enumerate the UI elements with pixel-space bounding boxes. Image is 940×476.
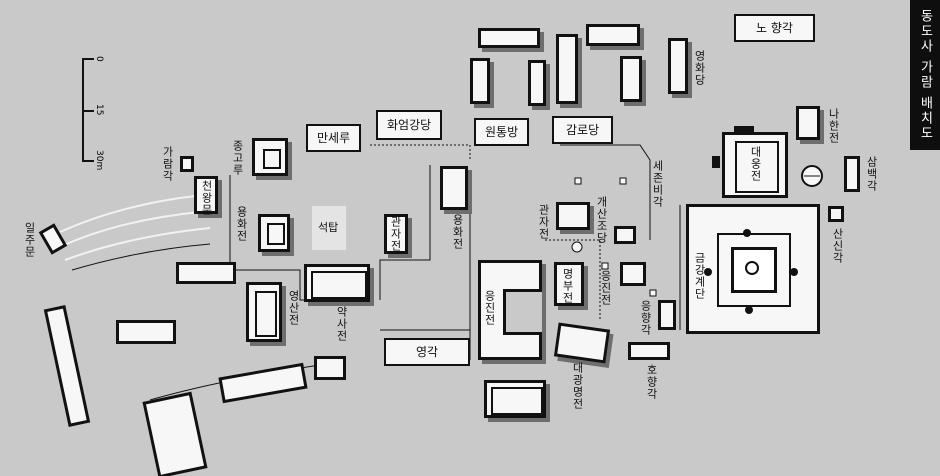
label-gaesando: 개산조당: [595, 196, 608, 244]
building-yeongsanjeon: [246, 282, 282, 342]
label-gwaneumjeon: 관자전: [537, 204, 550, 240]
label-yeongsanjeon: 영산전: [287, 290, 300, 326]
building-top-1: [478, 28, 540, 48]
building-gwanjajeon: [384, 214, 408, 254]
label-gwaneumjeon-main: 응진전: [483, 290, 496, 326]
platform-marker-e: [790, 268, 798, 276]
label-yonghwajeon: 용화전: [451, 214, 464, 250]
building-left-2: [116, 320, 176, 344]
building-sansingak: [828, 206, 844, 222]
building-yaksajeon: [304, 264, 370, 302]
label-hoyeonggak: 호향각: [645, 364, 658, 400]
daeungjeon-step-top: [734, 126, 754, 134]
building-small-1: [614, 226, 636, 244]
building-eunghyanggak: [658, 300, 676, 330]
platform-marker-w: [704, 268, 712, 276]
label-no-hyanggak: 노 향각: [734, 14, 815, 42]
label-wontongbang: 원통방: [474, 118, 530, 146]
label-yeonghwadang: 영화당: [693, 50, 706, 86]
daeungjeon-step-left: [712, 156, 720, 168]
building-yonghwajeon: [440, 166, 468, 210]
label-jonggoru: 종고루: [231, 140, 244, 176]
building-gakhwangjeon: [258, 214, 290, 252]
building-garamgak: [180, 156, 194, 172]
label-daegwangmyeongjeon: 대광명전: [571, 362, 584, 410]
label-yeonggak: 영각: [384, 338, 471, 366]
building-myeongbujeon: [554, 262, 584, 306]
map-title: 동도사 가람 배치도: [910, 0, 940, 150]
building-small-2: [620, 262, 646, 286]
label-mansaeru: 만세루: [306, 124, 362, 152]
label-hwaeom-gangdang: 화엄강당: [376, 110, 443, 140]
label-iljumun: 일주문: [23, 222, 36, 258]
building-beomjongru-annex: [176, 262, 236, 284]
label-sansingak: 산신각: [831, 228, 844, 264]
label-garamgak: 가람각: [161, 146, 174, 182]
scale-bar: 0 15 30m: [78, 56, 108, 171]
label-gakhwangjeon: 용화전: [235, 206, 248, 242]
label-eungjinjeon: 응진전: [599, 270, 612, 306]
scale-tick-0: 0: [94, 56, 104, 62]
building-top-2: [586, 24, 640, 46]
building-bottom-small: [314, 356, 346, 380]
label-cheonwangmun: 천왕문: [200, 180, 213, 216]
building-5: [528, 60, 546, 106]
building-cheonwangmun: [194, 176, 218, 214]
building-yonghwajeon-main: [478, 260, 542, 360]
building-bottom-center: [484, 380, 546, 418]
label-daeungjeon: 대웅전: [749, 146, 762, 182]
label-eunghyanggak: 응향각: [639, 300, 652, 336]
label-sejonbigak: 세존비각: [651, 160, 664, 208]
label-geumgang-gyedan: 금강계단: [693, 252, 706, 300]
label-samseonggak: 삼백각: [865, 156, 878, 192]
platform-marker-s: [745, 306, 753, 314]
building-jonggoru: [252, 138, 288, 176]
building-gwaneumjeon: [556, 202, 590, 230]
label-gwanjajeon: 관자전: [389, 216, 402, 252]
label-nahanjeon: 나한전: [827, 108, 840, 144]
scale-tick-15: 15: [94, 104, 104, 116]
building-daeungjeon-frame: [722, 132, 788, 198]
building-daegwangmyeongjeon: [553, 322, 611, 364]
building-8: [668, 38, 688, 94]
label-myeongbujeon: 명부전: [561, 268, 574, 304]
building-hoyeonggak: [628, 342, 670, 360]
label-seoktap: 석탑: [318, 221, 339, 234]
building-7: [620, 56, 642, 102]
label-gamnodang: 감로당: [552, 116, 614, 144]
building-samseonggak: [844, 156, 860, 192]
building-4: [470, 58, 490, 104]
building-seoktap: [312, 206, 346, 250]
label-yaksajeon: 약사전: [335, 306, 348, 342]
platform-marker-n: [743, 229, 751, 237]
scale-tick-30: 30m: [94, 150, 104, 171]
building-nahanjeon: [796, 106, 820, 140]
building-6: [556, 34, 578, 104]
